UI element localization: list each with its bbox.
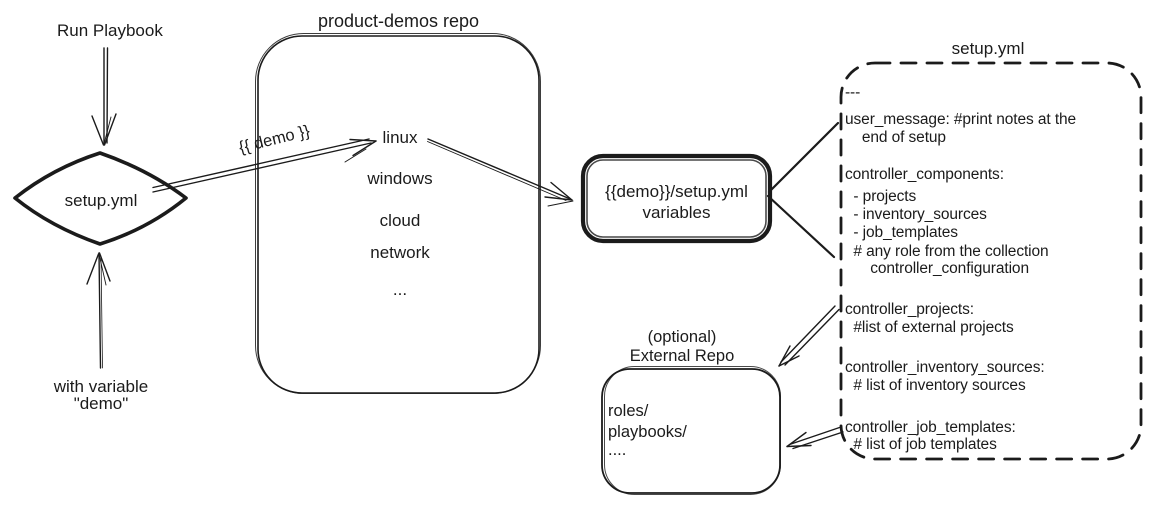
- setup-yml-title: setup.yml: [951, 39, 1025, 58]
- fan-line-top: [767, 121, 840, 194]
- job-templates-arrow: [786, 426, 844, 450]
- yaml-line: # list of job templates: [845, 436, 997, 453]
- product-demos-repo-box: [255, 33, 541, 394]
- repo-item-network: network: [370, 243, 430, 262]
- yaml-line: - inventory_sources: [845, 206, 987, 223]
- yaml-line: end of setup: [845, 129, 946, 146]
- yaml-line: controller_inventory_sources:: [845, 359, 1045, 376]
- variables-box-label-line2: variables: [642, 203, 711, 222]
- fan-line-bottom: [766, 194, 836, 259]
- with-variable-label-line2: "demo": [73, 394, 129, 413]
- external-repo-label-line1: (optional): [647, 328, 717, 346]
- yaml-line: # any role from the collection: [845, 243, 1049, 260]
- variables-box-label-line1: {{demo}}/setup.yml: [605, 182, 748, 201]
- diamond-label: setup.yml: [64, 191, 138, 210]
- external-repo-item-playbooks: playbooks/: [608, 423, 687, 441]
- linux-to-variables-arrow: [427, 138, 574, 207]
- repo-item-linux: linux: [382, 128, 418, 147]
- external-repo-item-ellipsis: ....: [608, 441, 627, 459]
- repo-item-ellipsis: ...: [392, 280, 408, 299]
- repo-title: product-demos repo: [317, 11, 480, 31]
- repo-item-cloud: cloud: [379, 211, 421, 230]
- yaml-line: ---: [845, 84, 861, 101]
- yaml-line: user_message: #print notes at the: [845, 111, 1077, 128]
- demo-arrow: [152, 138, 377, 193]
- external-repo-box: [601, 366, 781, 495]
- setup-diamond: [13, 151, 188, 246]
- with-variable-label-line1: with variable: [53, 377, 149, 396]
- external-repo-label-line2: External Repo: [629, 347, 735, 365]
- run-playbook-label: Run Playbook: [57, 21, 163, 40]
- yaml-line: - job_templates: [845, 224, 958, 241]
- yaml-line: # list of inventory sources: [845, 377, 1026, 394]
- yaml-line: controller_job_templates:: [845, 419, 1016, 436]
- yaml-line: controller_components:: [845, 166, 1004, 183]
- yaml-line: - projects: [845, 188, 917, 205]
- repo-item-windows: windows: [367, 169, 433, 188]
- projects-arrow: [778, 305, 840, 367]
- run-playbook-arrow: [91, 47, 117, 146]
- setup-yml-box: [839, 61, 1143, 461]
- yaml-line: controller_configuration: [845, 260, 1029, 277]
- with-variable-arrow: [86, 252, 111, 369]
- yaml-line: #list of external projects: [845, 319, 1014, 336]
- yaml-line: controller_projects:: [845, 301, 974, 318]
- external-repo-item-roles: roles/: [608, 402, 649, 420]
